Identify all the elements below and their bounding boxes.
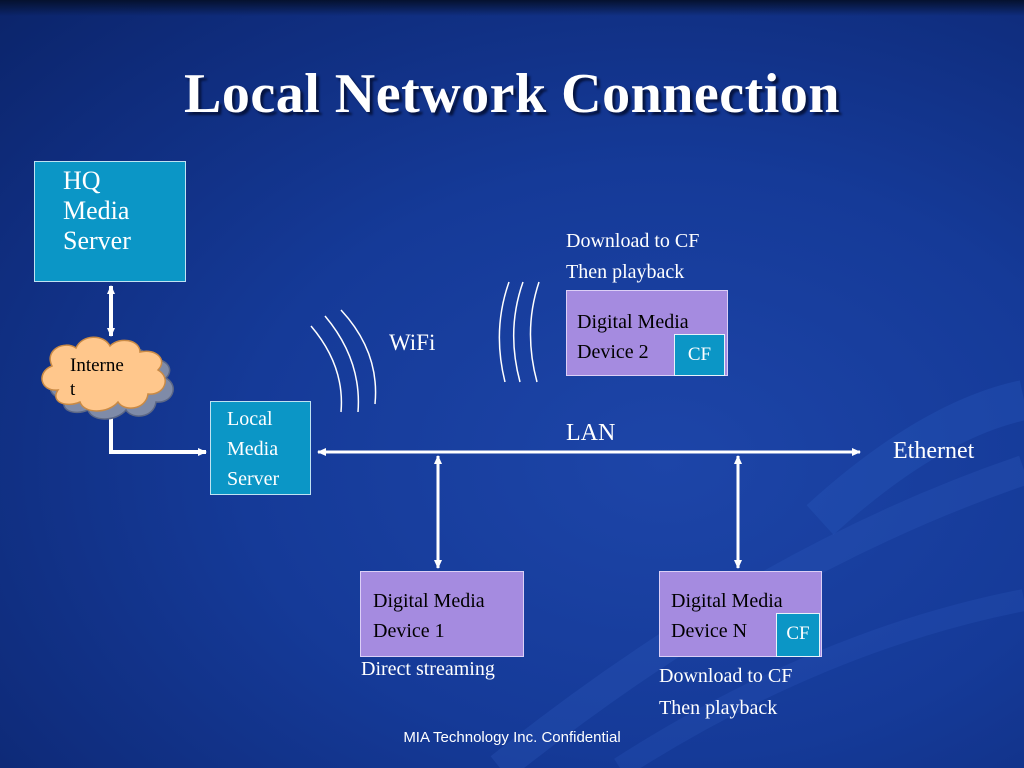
device-2-label: Digital Media Device 2 bbox=[577, 311, 689, 363]
digital-media-device-1-node: Digital Media Device 1 bbox=[360, 571, 524, 657]
ethernet-label: Ethernet bbox=[893, 438, 975, 464]
internet-local-server-link bbox=[107, 409, 207, 456]
device-2-note: Download to CF Then playback bbox=[566, 230, 700, 283]
cf-card-badge-device-2: CF bbox=[674, 334, 725, 376]
wifi-waves-server bbox=[310, 309, 377, 413]
local-media-server-label: Local Media Server bbox=[227, 408, 280, 490]
top-shadow-bar bbox=[0, 0, 1024, 16]
device-n-note: Download to CF Then playback bbox=[659, 665, 793, 719]
footer-confidential: MIA Technology Inc. Confidential bbox=[403, 729, 621, 746]
hq-media-server-label: HQ Media Server bbox=[63, 166, 131, 255]
cf-card-badge-device-n: CF bbox=[776, 613, 820, 657]
lan-label: LAN bbox=[566, 420, 616, 446]
device-n-label: Digital Media Device N bbox=[671, 590, 783, 642]
internet-cloud-shape bbox=[41, 336, 174, 420]
wifi-waves-device-2 bbox=[498, 281, 540, 383]
slide-title: Local Network Connection bbox=[184, 63, 840, 125]
wifi-label: WiFi bbox=[389, 330, 436, 355]
local-media-server-node: Local Media Server bbox=[210, 401, 311, 495]
internet-label: Interne t bbox=[70, 355, 124, 400]
hq-media-server-node: HQ Media Server bbox=[34, 161, 186, 282]
device-1-label: Digital Media Device 1 bbox=[373, 590, 485, 642]
device-1-note: Direct streaming bbox=[361, 658, 495, 680]
